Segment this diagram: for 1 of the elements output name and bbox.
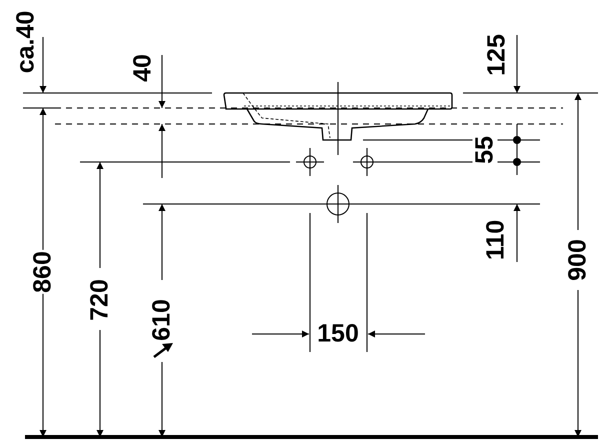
dimension-value: 55 bbox=[472, 135, 498, 165]
